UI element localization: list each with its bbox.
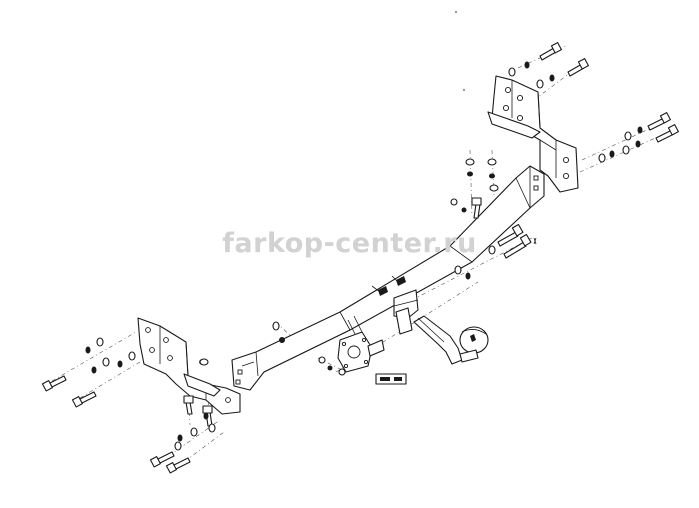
washers-upper-right (450, 61, 643, 280)
bolt (471, 197, 482, 219)
small-marks (455, 11, 537, 245)
left-bracket (137, 317, 241, 415)
washers-lower-left (85, 321, 346, 451)
bolt (149, 451, 175, 468)
main-crossbar (231, 165, 545, 391)
bolt (503, 233, 532, 259)
bolt (647, 112, 671, 131)
bolt (41, 375, 67, 392)
bolt (183, 395, 194, 415)
bolt (539, 42, 562, 61)
electrical-socket-plate (337, 331, 385, 373)
right-bracket (487, 75, 579, 193)
bolt (165, 457, 191, 474)
bolt (567, 58, 589, 77)
label-plate (375, 373, 407, 385)
bolts-lower-left (41, 375, 213, 474)
bolt (497, 223, 524, 247)
tow-ball (413, 315, 489, 365)
bolt (655, 124, 679, 143)
bolts-upper-right (471, 42, 679, 259)
assembly-lines (51, 45, 665, 469)
bolt (71, 391, 97, 408)
ball-mount-plate (393, 289, 419, 335)
